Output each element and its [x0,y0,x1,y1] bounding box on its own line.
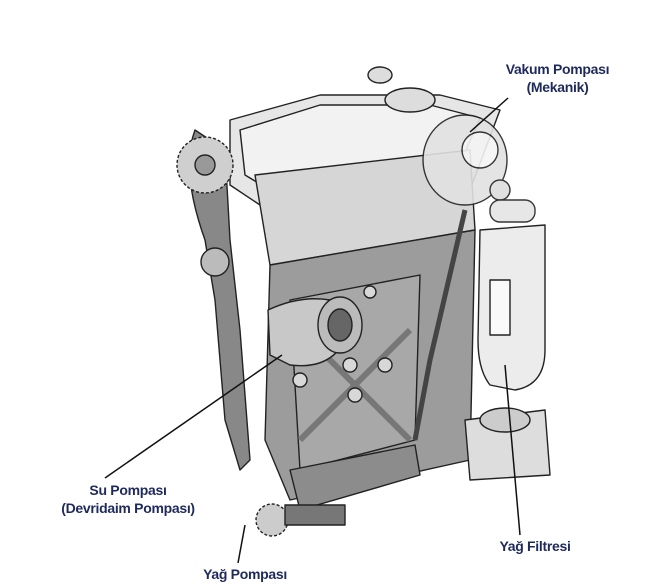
vacuum-pump [422,114,536,223]
crank-gear [255,503,289,537]
vacuum-pump-label-line2: (Mekanik) [526,79,589,95]
vacuum-pump-leader [469,97,509,133]
vacuum-pump-label: Vakum Pompası (Mekanik) [490,60,625,96]
tensioner-gear [200,247,230,277]
oil-pump-label: Yağ Pompası [190,565,300,583]
water-pump-label-line2: (Devridaim Pompası) [61,500,195,516]
water-pump-leader [104,354,283,479]
oil-filter-leader [504,364,521,536]
oil-pump-label-line1: Yağ Pompası [203,566,287,582]
oil-pan [289,444,421,511]
vacuum-pump-label-line1: Vakum Pompası [505,61,610,77]
oil-filter-label-line1: Yağ Filtresi [499,538,571,554]
oil-filter-label: Yağ Filtresi [480,537,590,555]
water-pump-label-line1: Su Pompası [89,482,167,498]
water-pump-label: Su Pompası (Devridaim Pompası) [38,481,218,517]
oil-pump-leader [237,524,246,564]
oil-filter [477,224,546,391]
